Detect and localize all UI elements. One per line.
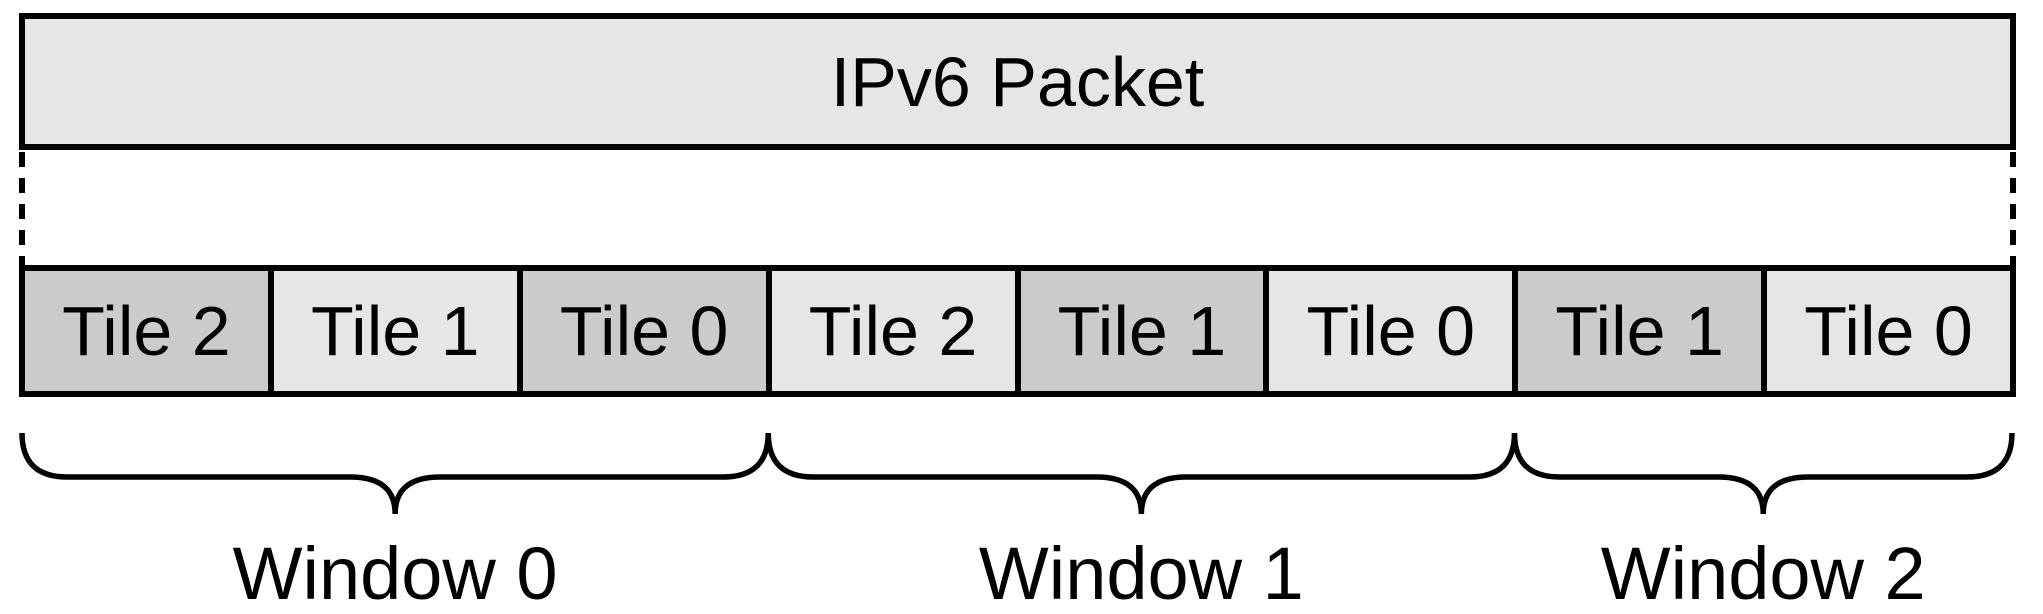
window-0-brace: [19, 432, 771, 515]
tile-label: Tile 1: [1057, 292, 1227, 370]
tile-cell: Tile 1: [273, 271, 523, 391]
tile-cell: Tile 0: [522, 271, 772, 391]
tile-cell: Tile 1: [1518, 271, 1768, 391]
tile-cell: Tile 2: [771, 271, 1021, 391]
tile-cell: Tile 0: [1767, 271, 2010, 391]
tile-label: Tile 0: [559, 292, 729, 370]
window-1-brace: [765, 432, 1518, 515]
tile-label: Tile 1: [1555, 292, 1724, 370]
left-extent-dashed-line: [19, 152, 25, 265]
window-0-label: Window 0: [232, 532, 558, 614]
tile-row: Tile 2 Tile 1 Tile 0 Tile 2 Tile 1 Tile 0 Tile…: [19, 265, 2016, 397]
tile-cell: Tile 2: [25, 271, 274, 391]
right-extent-dashed-line: [2010, 152, 2016, 265]
tile-cell: Tile 0: [1269, 271, 1519, 391]
tile-label: Tile 2: [62, 292, 231, 370]
ipv6-packet-box: IPv6 Packet: [19, 13, 2016, 150]
tile-cell: Tile 1: [1020, 271, 1270, 391]
tile-label: Tile 1: [311, 292, 480, 370]
tile-label: Tile 2: [808, 292, 978, 370]
window-2-label: Window 2: [1600, 532, 1926, 614]
tile-label: Tile 0: [1804, 292, 1973, 370]
window-1-label: Window 1: [978, 532, 1304, 614]
window-2-brace: [1511, 432, 2015, 515]
tile-label: Tile 0: [1306, 292, 1476, 370]
ipv6-packet-label: IPv6 Packet: [830, 42, 1205, 121]
